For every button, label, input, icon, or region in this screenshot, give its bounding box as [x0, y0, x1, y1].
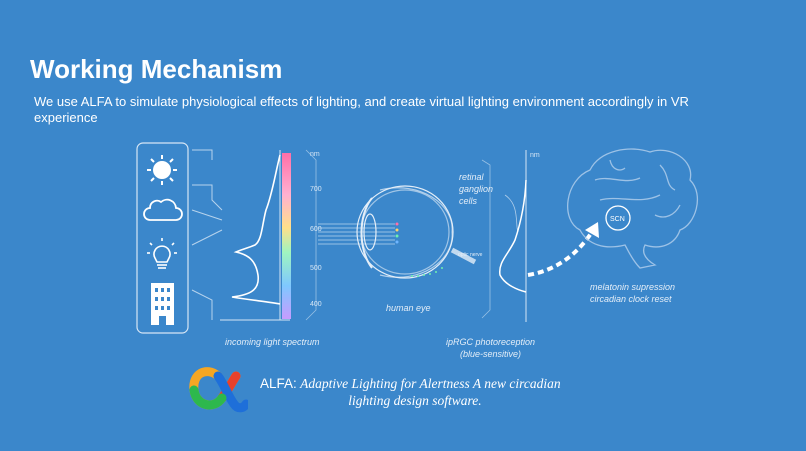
ipRGC-curve: [499, 179, 527, 293]
cloud-icon: [143, 198, 183, 221]
slide-title: Working Mechanism: [30, 54, 283, 84]
scn-node: [605, 205, 631, 231]
signal-arrow: [527, 230, 594, 277]
retina-leader-line: [504, 194, 519, 233]
lightbulb-icon: [147, 238, 177, 269]
building-icon: [151, 283, 174, 325]
retina-label-line-2: ganglion: [459, 184, 493, 194]
ray-dots: [395, 222, 399, 244]
retina-label-line-1: retinal: [459, 172, 485, 182]
spectrum-curve: [231, 154, 281, 305]
alfa-caption-line-1: Adaptive Lighting for Alertness A new ci…: [300, 376, 561, 391]
icon-panel: [136, 142, 189, 334]
spectrum-bar: [282, 153, 291, 319]
ipRGC-caption-line-1: ipRGC photoreception: [446, 337, 535, 347]
brain-illustration: [567, 148, 699, 269]
spectrum-caption: incoming light spectrum: [225, 337, 320, 347]
retina-label-line-3: cells: [459, 196, 478, 206]
ipRGC-unit: nm: [530, 152, 540, 159]
optic-nerve-label: optic nerve: [458, 252, 483, 258]
ipRGC-caption-line-2: (blue-sensitive): [460, 349, 521, 359]
icon-connector-lines: [191, 149, 223, 320]
brain-caption-line-1: melatonin supression: [590, 282, 675, 292]
scn-label: SCN: [610, 216, 625, 223]
eye-retina-dots: [411, 267, 443, 277]
alfa-caption-line-2: lighting design software.: [348, 393, 482, 408]
signal-arrow-head: [585, 222, 599, 238]
slide-subtitle: We use ALFA to simulate physiological ef…: [34, 94, 689, 125]
brain-caption-line-2: circadian clock reset: [590, 294, 672, 304]
sun-icon: [147, 155, 177, 185]
spectrum-unit: nm: [310, 151, 320, 158]
alfa-caption-lead: ALFA:: [260, 376, 297, 391]
alfa-caption: ALFA: Adaptive Lighting for Alertness A …: [260, 375, 570, 409]
eye-illustration: [356, 185, 477, 279]
eye-label: human eye: [386, 303, 431, 313]
ipRGC-graph: nm: [481, 150, 540, 322]
incoming-spectrum-graph: nm 700 600 500 400: [220, 149, 322, 321]
alfa-logo: [189, 367, 248, 413]
